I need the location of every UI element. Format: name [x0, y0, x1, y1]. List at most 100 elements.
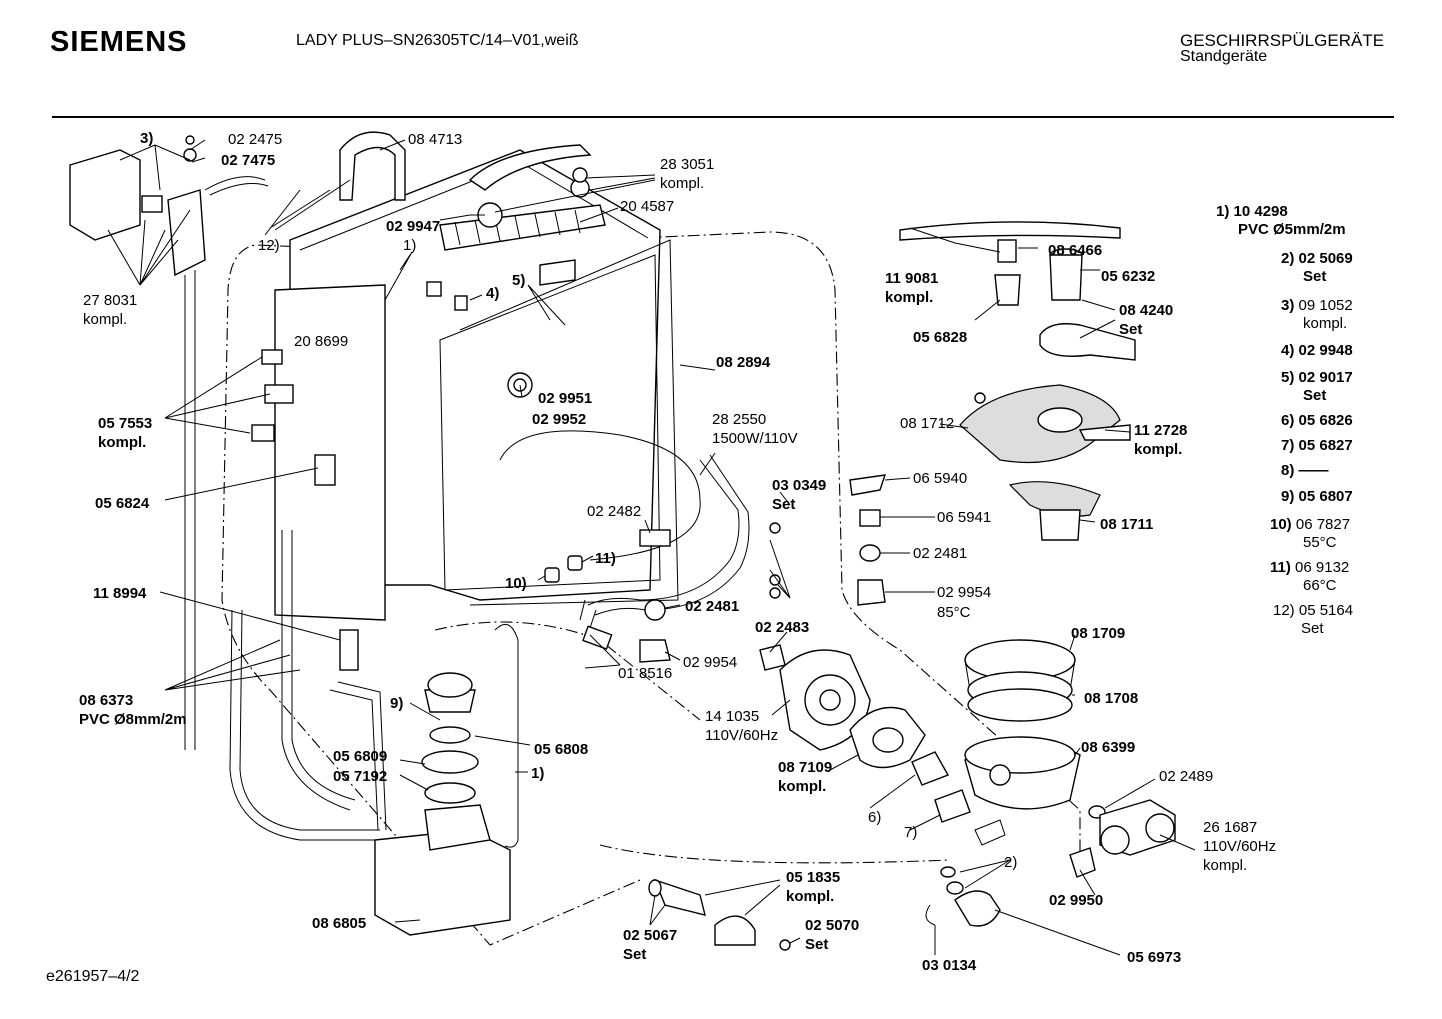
label-02-5070: 02 5070 [805, 917, 859, 934]
label-08-1712: 08 1712 [900, 415, 954, 432]
label-02-2475: 02 2475 [228, 131, 282, 148]
legend-item-12: 12) 05 5164 Set [1273, 602, 1353, 638]
legend-item-4: 4) 02 9948 [1281, 342, 1353, 360]
gasket-02-9950 [1069, 847, 1096, 878]
label-28-3051-sub: kompl. [660, 175, 704, 192]
ring-02-2481 [859, 544, 881, 562]
clamp-03-0134 [925, 904, 936, 926]
label-11-9081: 11 9081 [885, 270, 938, 287]
label-6: 6) [868, 809, 881, 826]
label-4: 4) [486, 285, 499, 302]
label-02-9952: 02 9952 [532, 411, 586, 428]
spray-tube [994, 274, 1021, 306]
legend-code: —— [1298, 462, 1329, 479]
label-05-6808: 05 6808 [534, 741, 588, 758]
label-9: 9) [390, 695, 403, 712]
clip-c [251, 424, 275, 442]
spray-arm-hub [997, 239, 1017, 263]
label-02-2482: 02 2482 [587, 503, 641, 520]
label-05-7553-sub: kompl. [98, 434, 146, 451]
legend-num: 7) [1281, 437, 1295, 454]
label-02-9954-a: 02 9954 [683, 654, 737, 671]
legend-code: 05 5164 [1298, 602, 1354, 619]
label-08-6399: 08 6399 [1081, 739, 1135, 756]
side-panel [274, 284, 386, 621]
label-03-0134: 03 0134 [922, 957, 977, 974]
label-14-1035: 14 1035 [705, 708, 759, 725]
legend-num: 4) [1281, 342, 1295, 359]
label-08-6466: 08 6466 [1048, 242, 1102, 259]
label-02-9951: 02 9951 [538, 390, 592, 407]
label-2: 2) [1004, 854, 1017, 871]
label-03-0349-sub: Set [772, 496, 795, 513]
float-switch-lever [849, 474, 887, 496]
sump-ring-05-6809 [421, 750, 479, 774]
label-11-2728: 11 2728 [1134, 422, 1187, 439]
valve-05-1835 [653, 878, 706, 916]
label-11-8994: 11 8994 [93, 585, 147, 602]
bracket-05-1835 [714, 915, 756, 946]
category-subtitle: Standgeräte [1180, 48, 1268, 65]
label-03-0349: 03 0349 [772, 477, 826, 494]
label-28-2550-sub: 1500W/110V [712, 430, 798, 447]
circulation-pump [779, 649, 926, 769]
legend-code: 05 6807 [1298, 488, 1353, 505]
label-27-8031: 27 8031 [83, 292, 137, 309]
label-05-7553: 05 7553 [98, 415, 152, 432]
label-05-6973: 05 6973 [1127, 949, 1181, 966]
label-08-2894: 08 2894 [716, 354, 771, 371]
rinse-aid-dispenser [69, 149, 141, 241]
sump-ring-05-7192 [424, 782, 476, 804]
thermostat-10 [544, 567, 560, 583]
legend-item-2: 2) 02 5069 Set [1281, 250, 1353, 286]
hose-connector [339, 629, 359, 671]
label-1a: 1) [403, 237, 416, 254]
filter-cylinder [1049, 254, 1083, 301]
base-outline [221, 231, 1081, 946]
label-02-5070-sub: Set [805, 936, 828, 953]
label-05-1835: 05 1835 [786, 869, 840, 886]
seal-05-6808 [429, 726, 471, 744]
clip [141, 195, 163, 213]
label-05-7192: 05 7192 [333, 768, 387, 785]
label-02-2481-b: 02 2481 [913, 545, 967, 562]
legend-sub: Set [1303, 268, 1327, 285]
plug-02-2483 [759, 644, 786, 671]
label-02-9954-temp: 85°C [937, 604, 971, 621]
legend-item-6: 6) 05 6826 [1281, 412, 1353, 430]
legend-item-7: 7) 05 6827 [1281, 437, 1353, 455]
label-08-1709: 08 1709 [1071, 625, 1125, 642]
label-11-2728-sub: kompl. [1134, 441, 1182, 458]
legend-num: 6) [1281, 412, 1295, 429]
legend-code: 02 5069 [1298, 250, 1353, 267]
legend-code: 06 7827 [1295, 516, 1351, 533]
header-divider [52, 116, 1394, 118]
legend-num: 9) [1281, 488, 1295, 505]
legend-code: 05 6826 [1298, 412, 1353, 429]
label-02-2489: 02 2489 [1159, 768, 1213, 785]
legend-item-10: 10) 06 7827 55°C [1270, 516, 1350, 552]
clip-b [264, 384, 294, 404]
thermostat-02-9954 [857, 579, 886, 606]
legend-num: 2) [1281, 250, 1295, 267]
switch-06-5941 [859, 509, 881, 527]
label-26-1687-volt: 110V/60Hz [1203, 838, 1276, 855]
legend-num: 10) [1270, 516, 1292, 533]
legend-sub: Set [1301, 620, 1324, 637]
category-title: GESCHIRRSPÜLGERÄTE [1180, 31, 1385, 50]
label-02-2483: 02 2483 [755, 619, 809, 636]
label-08-6805: 08 6805 [312, 915, 366, 932]
leader-lines [107, 139, 1196, 956]
label-02-9950: 02 9950 [1049, 892, 1103, 909]
legend-code: 05 6827 [1298, 437, 1353, 454]
label-08-7109-sub: kompl. [778, 778, 826, 795]
label-02-2481-a: 02 2481 [685, 598, 739, 615]
part-5 [539, 259, 576, 286]
label-20-4587: 20 4587 [620, 198, 674, 215]
label-1b: 1) [531, 765, 544, 782]
filter-holder [1039, 323, 1136, 361]
heater-bracket [639, 529, 671, 547]
label-02-5067: 02 5067 [623, 927, 677, 944]
